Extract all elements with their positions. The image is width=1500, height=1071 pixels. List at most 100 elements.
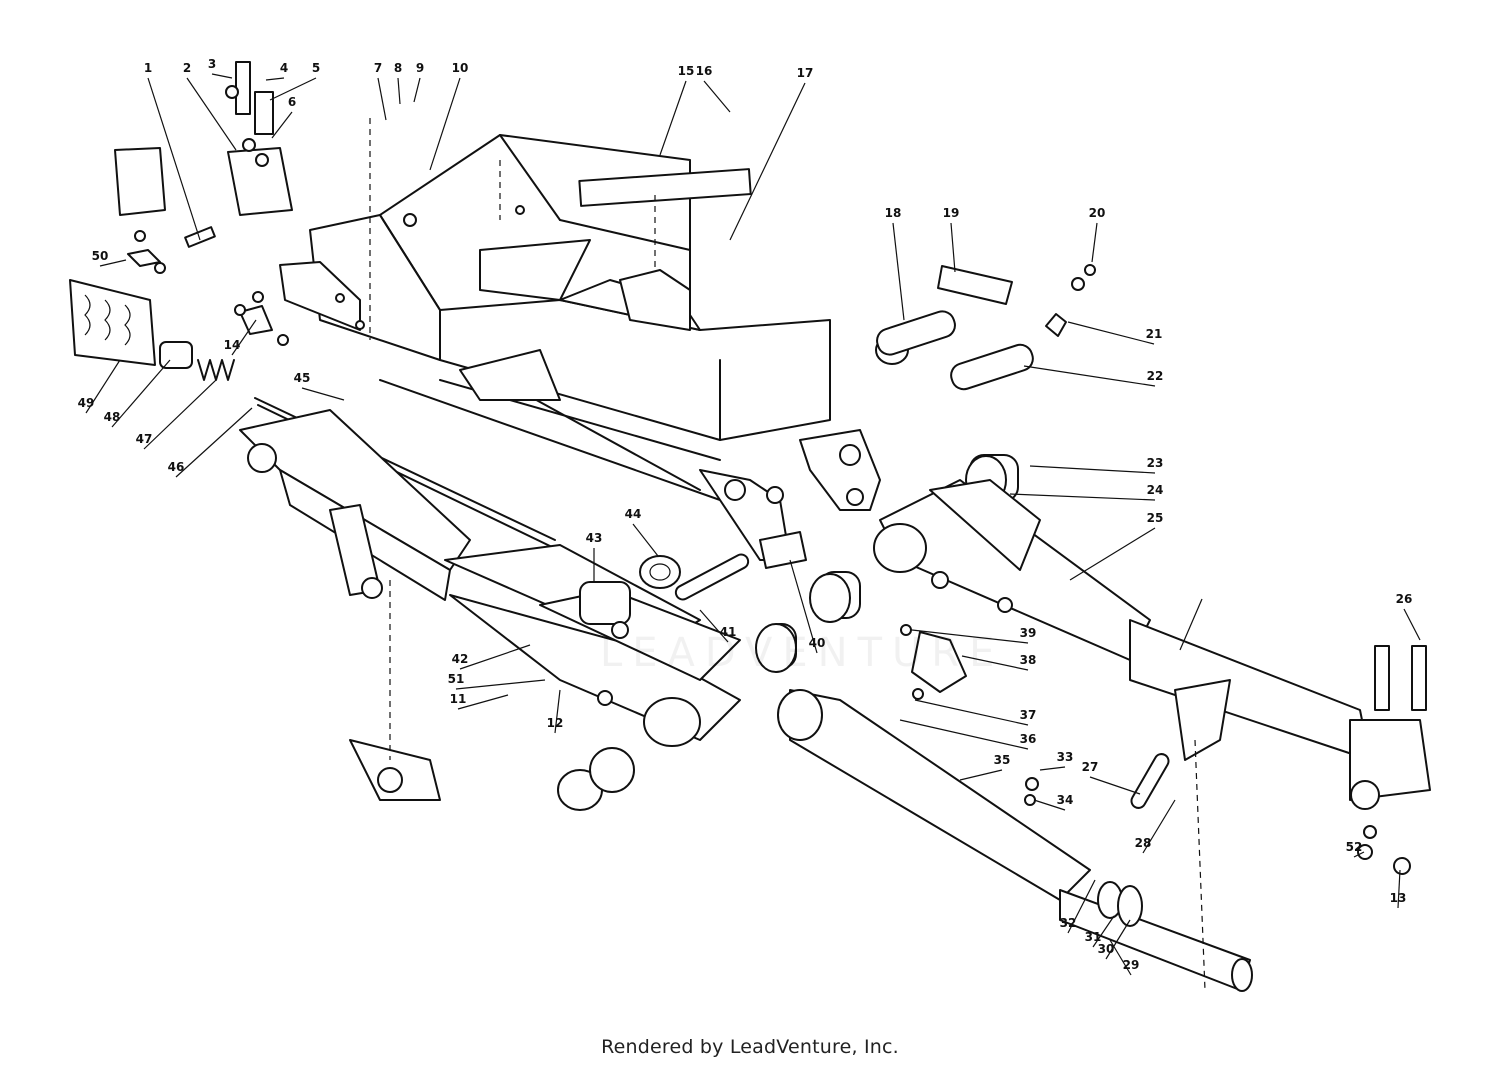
callout-44: 44 (625, 507, 642, 521)
callout-leader-38 (961, 655, 1029, 671)
callout-46: 46 (168, 460, 185, 474)
callout-leader-9 (413, 77, 421, 103)
callout-leader-2 (186, 77, 237, 151)
callout-37: 37 (1020, 708, 1037, 722)
callout-35: 35 (994, 753, 1011, 767)
callout-leader-36 (899, 719, 1029, 750)
callout-leader-6 (271, 111, 293, 139)
callout-leader-21 (1067, 321, 1155, 345)
callout-6: 6 (288, 95, 296, 109)
callout-leader-48 (111, 359, 171, 428)
callout-51: 51 (448, 672, 465, 686)
callout-leader-33 (1039, 766, 1066, 771)
callout-32: 32 (1060, 916, 1077, 930)
callout-leader-40 (789, 559, 818, 654)
callout-2: 2 (183, 61, 191, 75)
callout-33: 33 (1057, 750, 1074, 764)
callout-31: 31 (1085, 930, 1102, 944)
callout-26: 26 (1396, 592, 1413, 606)
callout-30: 30 (1098, 942, 1115, 956)
callout-52: 52 (1346, 840, 1363, 854)
watermark: LEADVENTURE (600, 630, 1005, 676)
callout-leader-18 (892, 222, 905, 321)
callout-leader-12 (554, 689, 561, 734)
callout-leader-39 (911, 629, 1029, 644)
callout-leader-19 (950, 222, 956, 273)
footer-credit: Rendered by LeadVenture, Inc. (601, 1036, 899, 1058)
callout-50: 50 (92, 249, 109, 263)
callout-14: 14 (224, 338, 241, 352)
callout-leader-4 (265, 77, 285, 81)
callout-leader-42 (459, 644, 531, 670)
callout-leader-8 (397, 77, 401, 105)
callout-leader-22 (1023, 365, 1156, 387)
callout-15: 15 (678, 64, 695, 78)
callout-5: 5 (312, 61, 320, 75)
callout-leader-16 (703, 80, 731, 113)
callout-leader-31 (1092, 915, 1115, 948)
callout-47: 47 (136, 432, 153, 446)
callout-34: 34 (1057, 793, 1074, 807)
callout-24: 24 (1147, 483, 1164, 497)
callout-leader-46 (175, 407, 253, 478)
callout-leader-11 (457, 694, 509, 710)
callout-leader-20 (1091, 222, 1098, 263)
callout-21: 21 (1146, 327, 1163, 341)
callout-13: 13 (1390, 891, 1407, 905)
callout-leader-50 (99, 259, 127, 267)
callout-leader-5 (269, 77, 317, 101)
left-lift-arm (239, 409, 741, 801)
callout-leader-25 (1069, 527, 1156, 581)
callout-22: 22 (1147, 369, 1164, 383)
callout-23: 23 (1147, 456, 1164, 470)
callout-leader-45 (301, 387, 345, 401)
callout-leader-14 (231, 319, 257, 356)
callout-40: 40 (809, 636, 826, 650)
callout-leader-27 (1089, 776, 1141, 795)
callout-4: 4 (280, 61, 288, 75)
callout-19: 19 (943, 206, 960, 220)
callout-leader-35 (959, 769, 1003, 781)
callout-28: 28 (1135, 836, 1152, 850)
callout-leader-undefined (1179, 598, 1203, 651)
callout-3: 3 (208, 57, 216, 71)
callout-leader-26 (1403, 608, 1421, 641)
callout-25: 25 (1147, 511, 1164, 525)
callout-11: 11 (450, 692, 467, 706)
callout-leader-52 (1353, 851, 1365, 858)
callout-leader-28 (1142, 799, 1176, 854)
shaft-assembly (777, 624, 1253, 992)
callout-9: 9 (416, 61, 424, 75)
callout-leader-15 (659, 80, 687, 156)
callout-leader-7 (377, 77, 387, 121)
callout-38: 38 (1020, 653, 1037, 667)
callout-leader-10 (429, 77, 461, 171)
callout-leader-47 (143, 379, 217, 450)
callout-27: 27 (1082, 760, 1099, 774)
callout-leader-24 (1009, 493, 1156, 501)
callout-leader-41 (699, 609, 729, 643)
callout-leader-30 (1105, 919, 1131, 960)
right-lift-arm (873, 479, 1431, 875)
callout-49: 49 (78, 396, 95, 410)
main-frame (279, 134, 881, 569)
callout-41: 41 (720, 625, 737, 639)
callout-leader-3 (211, 73, 233, 79)
callout-12: 12 (547, 716, 564, 730)
callout-leader-51 (455, 679, 546, 690)
callout-18: 18 (885, 206, 902, 220)
callout-20: 20 (1089, 206, 1106, 220)
callout-29: 29 (1123, 958, 1140, 972)
callout-leader-17 (729, 82, 806, 241)
callout-leader-34 (1033, 799, 1066, 811)
callout-48: 48 (104, 410, 121, 424)
callout-leader-1 (147, 77, 201, 241)
callout-39: 39 (1020, 626, 1037, 640)
callout-8: 8 (394, 61, 402, 75)
callout-10: 10 (452, 61, 469, 75)
callout-42: 42 (452, 652, 469, 666)
callout-leader-23 (1029, 465, 1156, 474)
callout-7: 7 (374, 61, 382, 75)
